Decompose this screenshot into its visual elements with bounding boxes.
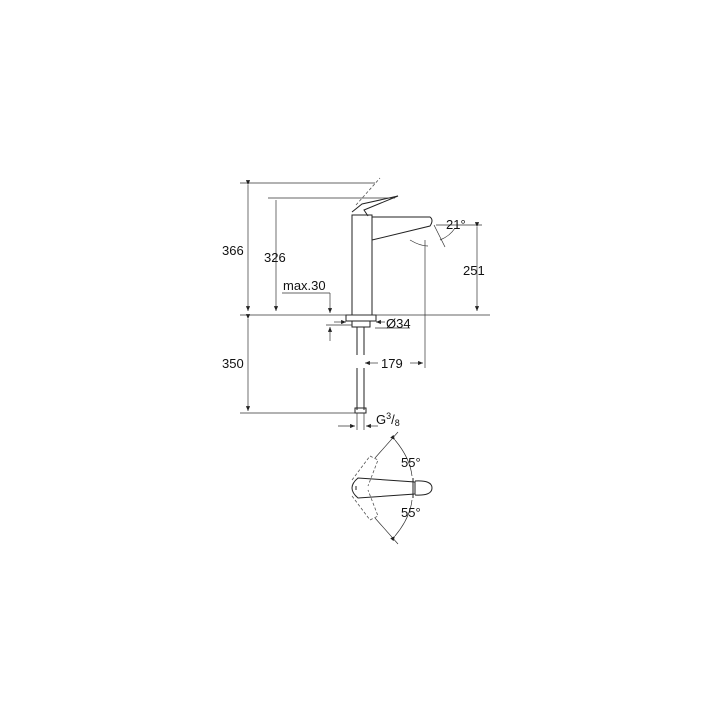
dim-total-height: 366 <box>222 243 244 258</box>
dim-hole-diameter: Ø34 <box>386 316 411 331</box>
dim-connection: G3/8 <box>376 411 400 428</box>
faucet-side-view <box>345 177 433 414</box>
dim-spout-angle: 21° <box>446 217 466 232</box>
dim-hose-length: 350 <box>222 356 244 371</box>
faucet-top-view <box>351 431 433 545</box>
dim-counter-thickness: max.30 <box>283 278 326 293</box>
dimension-lines <box>240 180 490 430</box>
dim-swing-angle-top: 55° <box>401 455 421 470</box>
dim-swing-angle-bottom: 55° <box>401 505 421 520</box>
dim-projection: 179 <box>381 356 403 371</box>
dim-handle-height: 326 <box>264 250 286 265</box>
dim-spout-height: 251 <box>463 263 485 278</box>
